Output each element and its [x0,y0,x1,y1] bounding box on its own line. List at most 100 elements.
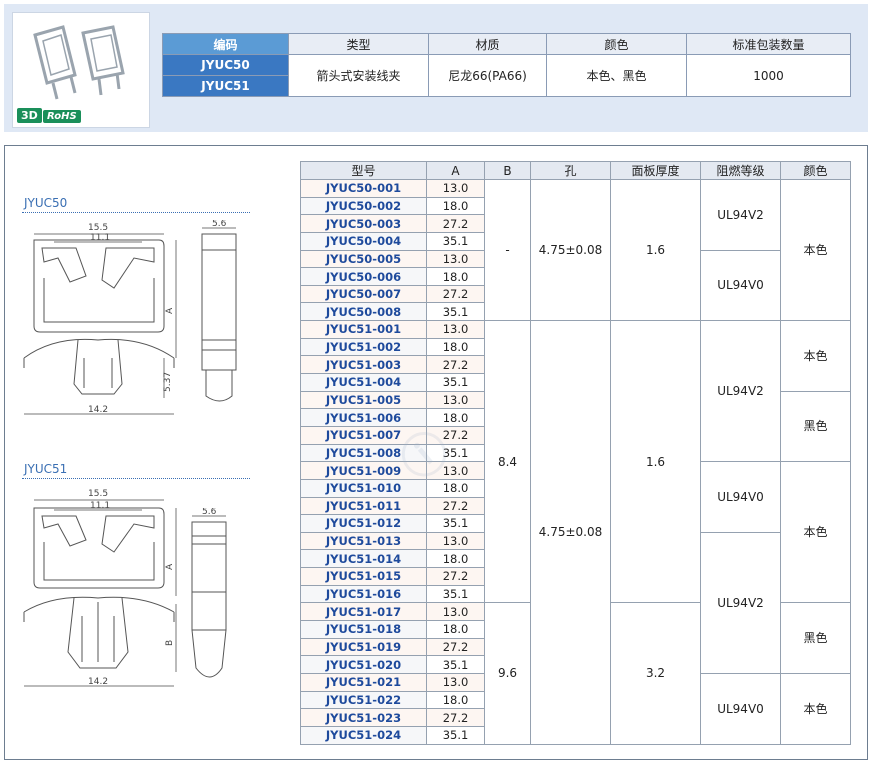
spec-header-code: 编码 [162,33,289,55]
jyuc51-dim-b: B [165,640,175,646]
panel-cell: 1.6 [610,178,701,322]
color-cell: 本色 [780,178,851,322]
dim-a-cell: 18.0 [426,549,485,569]
jyuc51-drawing-label: JYUC51 [24,462,68,476]
flame-cell: UL94V2 [700,179,781,251]
flame-cell: UL94V2 [700,320,781,463]
model-code-cell: JYUC50-002 [300,196,427,216]
jyuc51-dim-a: A [165,563,175,570]
col-header-flame: 阻燃等级 [700,161,781,180]
dim-a-cell: 13.0 [426,461,485,480]
model-code-cell: JYUC51-021 [300,672,427,692]
dim-a-cell: 13.0 [426,672,485,692]
jyuc50-divider [22,212,250,213]
b-cell: 9.6 [484,602,531,745]
b-cell: 8.4 [484,320,531,604]
dim-a-cell: 13.0 [426,531,485,551]
spec-model-jyuc51: JYUC51 [162,75,289,97]
color-cell: 本色 [780,672,851,745]
spec-model-jyuc50: JYUC50 [162,54,289,76]
model-code-cell: JYUC51-002 [300,337,427,357]
flame-cell: UL94V0 [700,249,781,322]
jyuc51-side-drawing: 5.6 [191,508,227,678]
dim-a-cell: 13.0 [426,179,485,198]
3d-badge: 3D [17,108,42,123]
jyuc50-dim-side: 5.6 [212,220,227,229]
flame-cell: UL94V0 [700,461,781,533]
dim-a-cell: 27.2 [426,496,485,516]
jyuc50-dim-a: A [165,307,175,314]
model-code-cell: JYUC50-001 [300,179,427,198]
jyuc51-divider [22,478,250,479]
jyuc51-dim-side: 5.6 [202,508,217,517]
dim-a-cell: 27.2 [426,214,485,233]
spec-type: 箭头式安装线夹 [288,54,429,97]
color-cell: 黑色 [780,390,851,463]
spec-color: 本色、黑色 [546,54,687,97]
dim-a-cell: 13.0 [426,602,485,622]
model-code-cell: JYUC51-001 [300,320,427,339]
dim-a-cell: 13.0 [426,249,485,269]
jyuc50-drawing-label: JYUC50 [24,196,68,210]
dim-a-cell: 35.1 [426,231,485,251]
dim-a-cell: 27.2 [426,708,485,727]
rohs-badge: RoHS [43,110,81,123]
model-code-cell: JYUC51-019 [300,637,427,657]
spec-header-material: 材质 [428,33,547,55]
model-code-cell: JYUC51-017 [300,602,427,622]
cable-clip-product-image [33,25,125,100]
dim-a-cell: 27.2 [426,425,485,445]
dim-a-cell: 18.0 [426,478,485,498]
dim-a-cell: 35.1 [426,302,485,322]
model-code-cell: JYUC51-016 [300,584,427,604]
dim-a-cell: 35.1 [426,655,485,674]
jyuc50-dim-w2: 11.1 [90,233,110,243]
jyuc51-front-drawing: 15.5 11.1 14.2 A B [23,489,177,687]
color-cell: 黑色 [780,602,851,674]
model-code-cell: JYUC51-005 [300,390,427,410]
spec-package-qty: 1000 [686,54,851,97]
jyuc50-dim-h: 5.37 [163,372,173,392]
model-code-cell: JYUC51-014 [300,549,427,569]
spec-header-color: 颜色 [546,33,687,55]
model-code-cell: JYUC51-012 [300,514,427,533]
color-cell: 本色 [780,461,851,604]
dim-a-cell: 13.0 [426,390,485,410]
spec-table: 编码 类型 材质 颜色 标准包装数量 JYUC50 箭头式安装线夹 尼龙66(P… [162,33,851,97]
model-code-cell: JYUC50-008 [300,302,427,322]
col-header-color: 颜色 [780,161,851,180]
product-thumbnail: 3D RoHS [12,12,150,128]
col-header-hole: 孔 [530,161,611,180]
model-code-cell: JYUC51-010 [300,478,427,498]
dim-a-cell: 35.1 [426,373,485,392]
col-header-b: B [484,161,531,180]
model-code-cell: JYUC51-015 [300,567,427,586]
model-code-cell: JYUC51-023 [300,708,427,727]
spec-header-package: 标准包装数量 [686,33,851,55]
jyuc51-dim-w1: 15.5 [88,489,108,499]
